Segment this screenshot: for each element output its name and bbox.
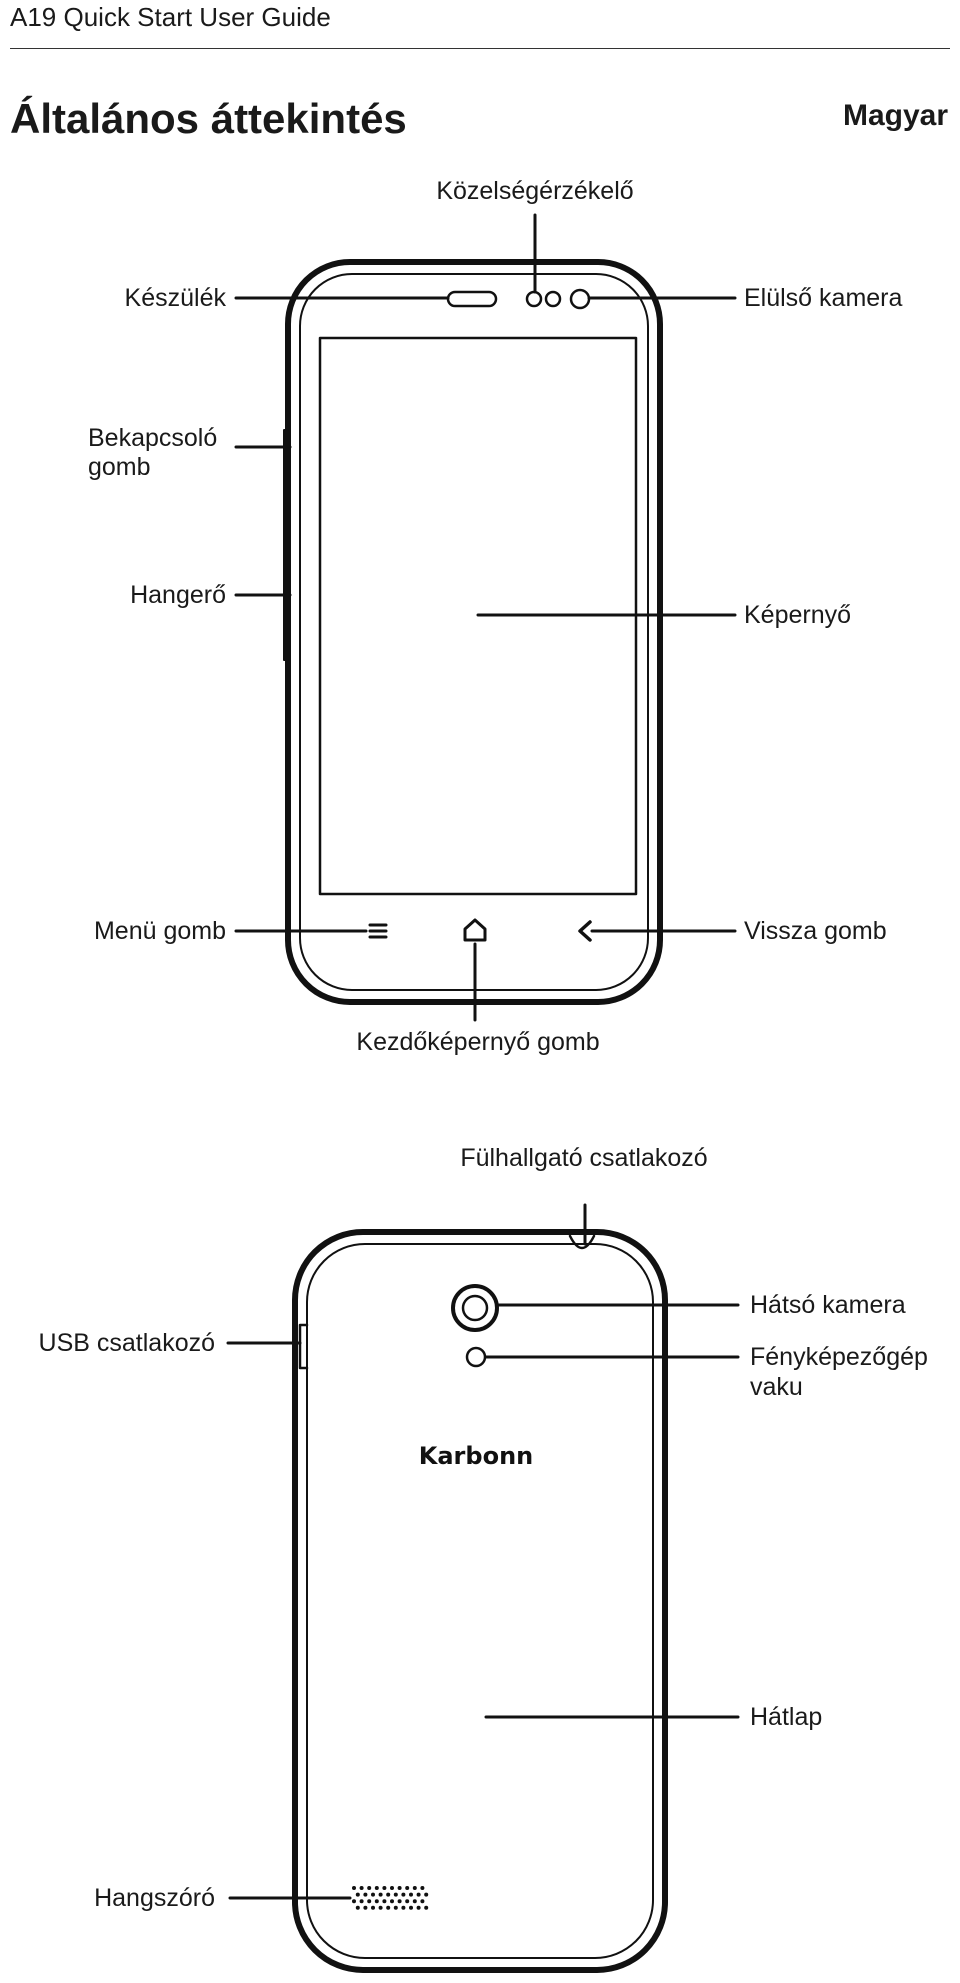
usb-port-outline: [298, 1323, 309, 1370]
speaker-grille-dot: [420, 1899, 425, 1904]
speaker-grille-dot: [393, 1892, 398, 1897]
proximity-sensor-1: [525, 290, 543, 308]
label-earpiece: Készülék: [124, 284, 226, 312]
speaker-grille-dot: [424, 1905, 429, 1910]
speaker-grille-dot: [420, 1886, 425, 1890]
speaker-grille-dot: [390, 1886, 394, 1890]
document-header: A19 Quick Start User Guide: [10, 2, 331, 32]
header-rule: [10, 48, 950, 49]
camera-flash: [465, 1346, 487, 1368]
speaker-grille-dot: [355, 1892, 360, 1897]
label-home-button: Kezdőképernyő gomb: [356, 1028, 600, 1056]
brand-logo: Karbonn: [419, 1442, 533, 1470]
speaker-grille-dot: [386, 1892, 391, 1897]
label-proximity-sensor: Közelségérzékelő: [436, 177, 634, 205]
menu-icon: [368, 923, 388, 939]
speaker-grille: [352, 1886, 429, 1910]
speaker-grille-dot: [393, 1905, 398, 1910]
label-power-button-line2: gomb: [88, 453, 151, 481]
speaker-grille-dot: [416, 1905, 421, 1910]
speaker-grille-dot: [355, 1905, 360, 1910]
speaker-grille-dot: [397, 1886, 402, 1890]
speaker-grille-dot: [401, 1892, 406, 1897]
speaker-grille-dot: [397, 1899, 402, 1904]
back-arrow-icon: [578, 920, 592, 942]
rear-camera-outer: [451, 1284, 499, 1332]
label-rear-camera: Hátsó kamera: [750, 1291, 906, 1319]
speaker-grille-dot: [363, 1892, 368, 1897]
label-back-button: Vissza gomb: [744, 917, 887, 945]
language-label: Magyar: [842, 99, 948, 132]
speaker-grille-dot: [378, 1905, 383, 1910]
label-back-cover: Hátlap: [750, 1703, 823, 1731]
label-screen: Képernyő: [744, 601, 852, 629]
speaker-grille-dot: [382, 1886, 387, 1890]
speaker-grille-dot: [371, 1905, 375, 1910]
speaker-grille-dot: [409, 1892, 413, 1897]
speaker-grille-dot: [386, 1905, 391, 1910]
rear-camera-lens: [461, 1294, 489, 1322]
speaker-grille-dot: [374, 1899, 379, 1904]
speaker-grille-dot: [405, 1899, 410, 1904]
page-title: Általános áttekintés: [10, 95, 407, 142]
proximity-sensor-2: [544, 290, 562, 308]
label-power-button-line1: Bekapcsoló: [88, 424, 218, 452]
label-flash-line2: vaku: [750, 1373, 803, 1401]
speaker-grille-dot: [363, 1905, 368, 1910]
speaker-grille-dot: [390, 1899, 394, 1904]
label-front-camera: Elülső kamera: [744, 284, 903, 312]
speaker-grille-dot: [367, 1886, 372, 1890]
speaker-grille-dot: [409, 1905, 413, 1910]
speaker-grille-dot: [352, 1886, 356, 1890]
label-volume: Hangerő: [130, 581, 226, 609]
front-camera-lens: [569, 288, 591, 310]
label-usb-port: USB csatlakozó: [38, 1329, 215, 1357]
speaker-grille-dot: [382, 1899, 387, 1904]
headphone-jack-notch: [568, 1234, 596, 1250]
speaker-grille-dot: [374, 1886, 379, 1890]
speaker-grille-dot: [367, 1899, 372, 1904]
phone-back-illustration: [292, 1229, 668, 1973]
speaker-grille-dot: [424, 1892, 429, 1897]
home-icon: [463, 918, 487, 942]
label-speaker: Hangszóró: [94, 1884, 215, 1912]
label-menu-button: Menü gomb: [93, 917, 226, 945]
speaker-grille-dot: [401, 1905, 406, 1910]
speaker-grille-dot: [352, 1899, 356, 1904]
speaker-grille-dot: [371, 1892, 375, 1897]
speaker-grille-dot: [416, 1892, 421, 1897]
speaker-grille-dot: [412, 1899, 417, 1904]
speaker-grille-dot: [412, 1886, 417, 1890]
speaker-grille-dot: [359, 1899, 364, 1904]
label-flash-line1: Fényképezőgép: [750, 1343, 928, 1371]
speaker-grille-dot: [359, 1886, 364, 1890]
label-headphone-jack: Fülhallgató csatlakozó: [460, 1144, 708, 1172]
speaker-grille-dot: [378, 1892, 383, 1897]
speaker-grille-dot: [405, 1886, 410, 1890]
earpiece-slot: [446, 290, 498, 308]
phone-front-illustration: [283, 259, 663, 1005]
